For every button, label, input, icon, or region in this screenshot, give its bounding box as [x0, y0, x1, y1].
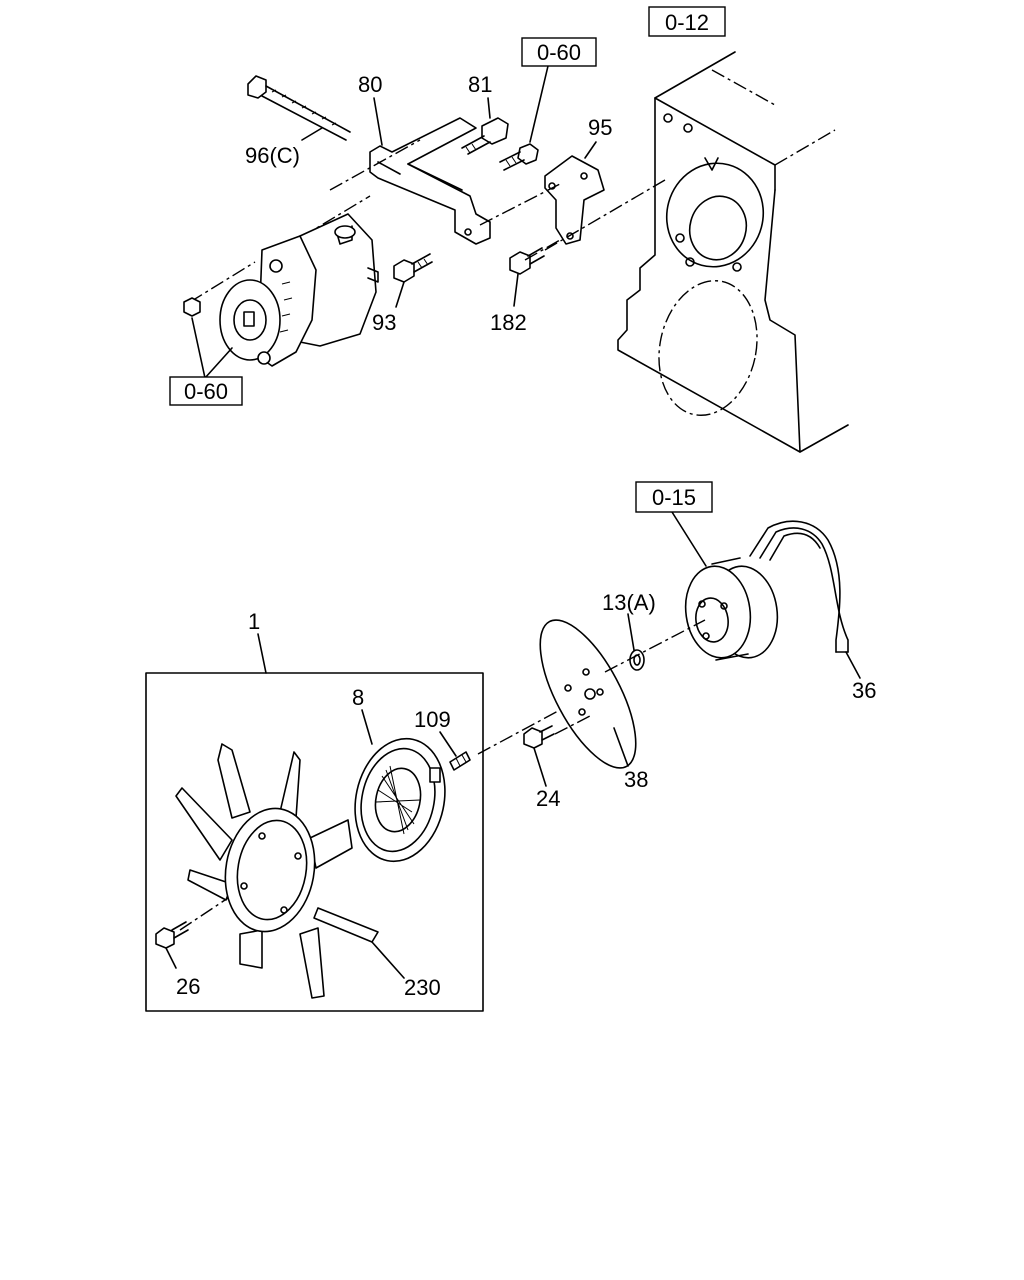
- ref-box-0-60-lower: 0-60: [169, 376, 243, 406]
- centerline-upper-a: [189, 195, 371, 303]
- bolt-182-drawing: [509, 247, 545, 275]
- leader-182: [513, 273, 519, 307]
- label-81: 81: [468, 72, 492, 97]
- centerline-lower-b: [604, 619, 706, 673]
- belt-36-drawing: [749, 520, 849, 653]
- bolt-93-drawing: [393, 253, 433, 283]
- label-80: 80: [358, 72, 382, 97]
- label-38: 38: [624, 767, 648, 792]
- ref-label-0-60-lower: 0-60: [184, 379, 228, 404]
- label-24: 24: [536, 786, 560, 811]
- bracket-95-drawing: [544, 155, 605, 245]
- leader-36: [845, 651, 861, 679]
- leader-13a: [627, 613, 635, 651]
- bolt-26-drawing: [155, 921, 189, 949]
- leader-230: [371, 941, 405, 979]
- label-8: 8: [352, 685, 364, 710]
- ref-box-0-60-upper: 0-60: [521, 37, 597, 67]
- pulley-drawing: [684, 557, 779, 661]
- centerline-upper-d: [524, 239, 561, 261]
- long-bolt-96c-drawing: [247, 75, 351, 141]
- plate-38-drawing: [539, 619, 637, 769]
- bracket-80-drawing: [369, 117, 491, 245]
- bolt-81-drawing: [461, 117, 509, 155]
- label-182: 182: [490, 310, 527, 335]
- ref-box-0-12: 0-12: [648, 6, 726, 37]
- label-109: 109: [414, 707, 451, 732]
- label-93: 93: [372, 310, 396, 335]
- ref-box-0-15: 0-15: [635, 481, 713, 513]
- leader-26: [165, 947, 177, 969]
- fan-clutch-8-drawing: [354, 737, 446, 863]
- leader-1: [257, 633, 267, 674]
- pump-drawing: [219, 213, 379, 367]
- centerline-lower-c: [554, 715, 591, 735]
- bolt-24-drawing: [523, 725, 555, 749]
- washer-13a-drawing: [629, 649, 645, 671]
- engine-block-drawing: [617, 51, 849, 453]
- label-1: 1: [248, 609, 260, 634]
- centerline-upper-b: [329, 139, 421, 191]
- label-13a: 13(A): [602, 590, 656, 615]
- nut-drawing: [183, 297, 201, 317]
- leader-24: [533, 747, 547, 787]
- fan-group-box: [145, 672, 484, 1012]
- centerline-lower-a: [477, 709, 561, 755]
- leader-8: [361, 709, 373, 745]
- ref-label-0-12: 0-12: [665, 10, 709, 35]
- leader-015: [671, 511, 707, 567]
- label-96c: 96(C): [245, 143, 300, 168]
- label-36: 36: [852, 678, 876, 703]
- label-26: 26: [176, 974, 200, 999]
- ref-label-0-60-upper: 0-60: [537, 40, 581, 65]
- label-230: 230: [404, 975, 441, 1000]
- bolt-060-upper-drawing: [499, 143, 539, 171]
- leader-060-upper: [529, 65, 549, 143]
- leader-81: [487, 97, 491, 119]
- leader-95: [584, 141, 597, 159]
- fan-230-drawing: [175, 743, 379, 999]
- centerline-upper-c: [479, 179, 666, 251]
- label-95: 95: [588, 115, 612, 140]
- leader-38: [613, 727, 629, 767]
- stud-109-drawing: [449, 751, 471, 771]
- leader-93: [395, 281, 405, 308]
- engine-ref-leader: [711, 69, 776, 106]
- leader-109: [439, 731, 457, 757]
- ref-label-0-15: 0-15: [652, 485, 696, 510]
- leader-060-lower: [191, 317, 233, 379]
- leader-96c: [301, 127, 323, 141]
- leader-80: [373, 97, 383, 146]
